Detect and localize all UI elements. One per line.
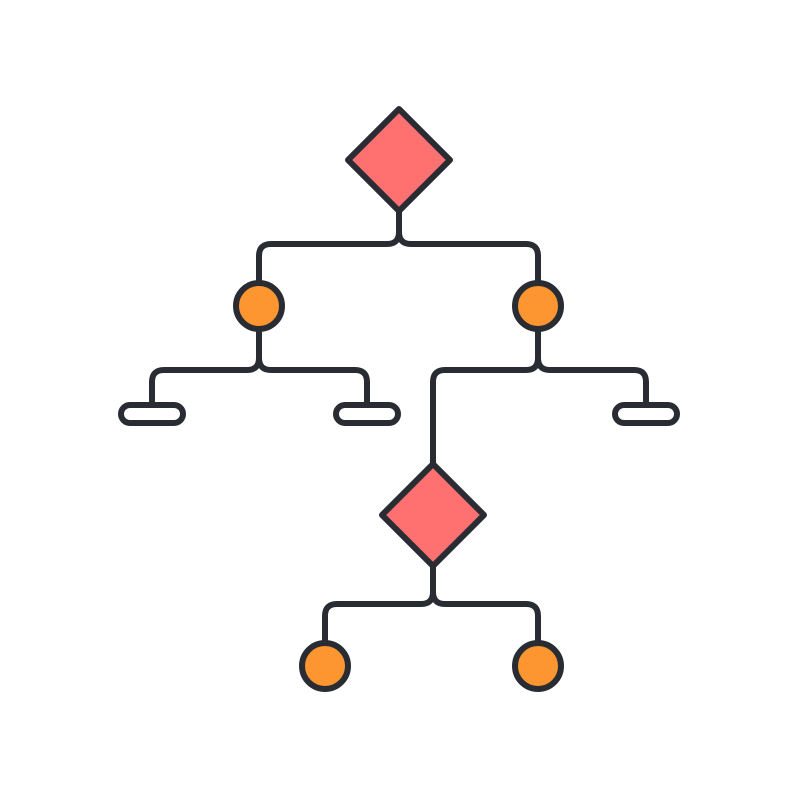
leaf-circle-5	[512, 640, 564, 692]
left-node-circle	[233, 280, 285, 332]
connector-sub-decision	[322, 564, 541, 646]
sub-decision-diamond	[379, 461, 487, 569]
leaf-pill-3	[612, 402, 680, 426]
root-decision-diamond	[345, 106, 453, 214]
leaf-circle-4	[299, 640, 351, 692]
connector-root	[256, 209, 541, 286]
connector-right-node	[430, 326, 649, 408]
leaf-pill-2	[333, 402, 401, 426]
leaf-pill-1	[118, 402, 186, 426]
connector-left-node	[149, 326, 370, 408]
right-node-circle	[512, 280, 564, 332]
